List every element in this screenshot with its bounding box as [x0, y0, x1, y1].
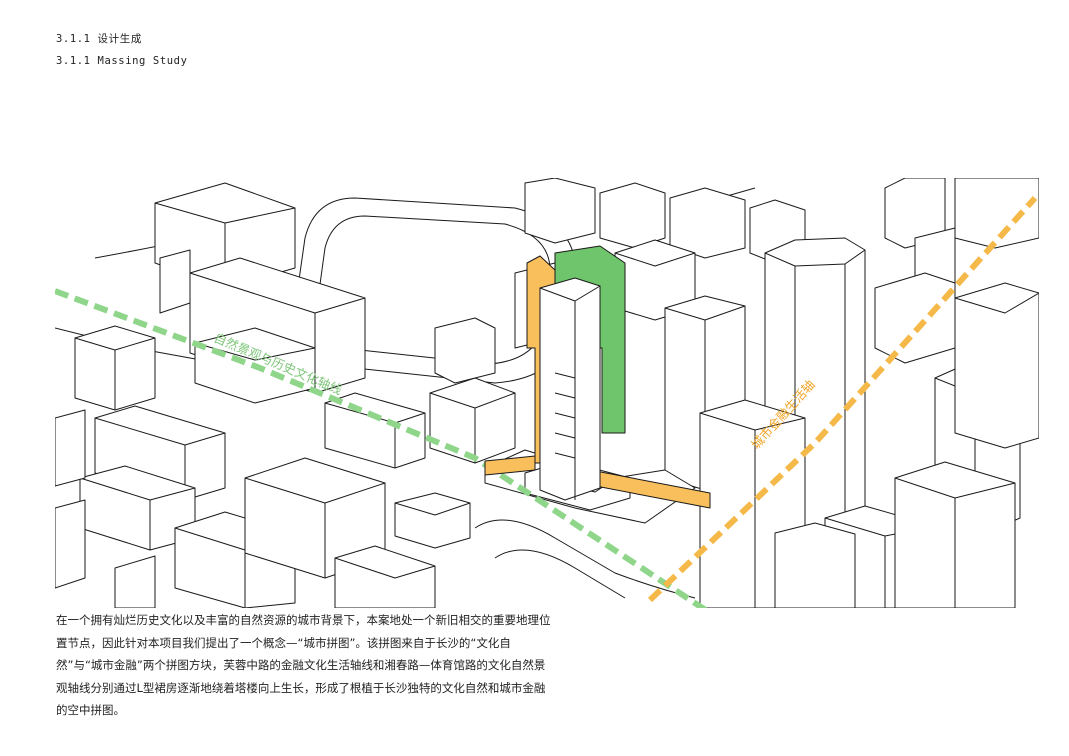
city-blocks-back	[434, 178, 1039, 384]
section-heading-cn: 3.1.1 设计生成	[56, 33, 142, 45]
city-blocks-right	[664, 237, 1039, 608]
massing-diagram: 自然景观与历史文化轴线 城市金融生活轴	[55, 178, 1039, 608]
culture-nature-axis-band	[55, 288, 708, 608]
tower-masses	[484, 245, 711, 509]
city-finance-axis-band	[647, 195, 1038, 603]
description-paragraph: 在一个拥有灿烂历史文化以及丰富的自然资源的城市背景下，本案地处一个新旧相交的重要…	[56, 613, 551, 718]
city-blocks-left	[55, 182, 516, 608]
orange-podium-volume	[484, 455, 536, 476]
tower-core	[539, 277, 601, 501]
section-heading-en: 3.1.1 Massing Study	[56, 55, 188, 67]
